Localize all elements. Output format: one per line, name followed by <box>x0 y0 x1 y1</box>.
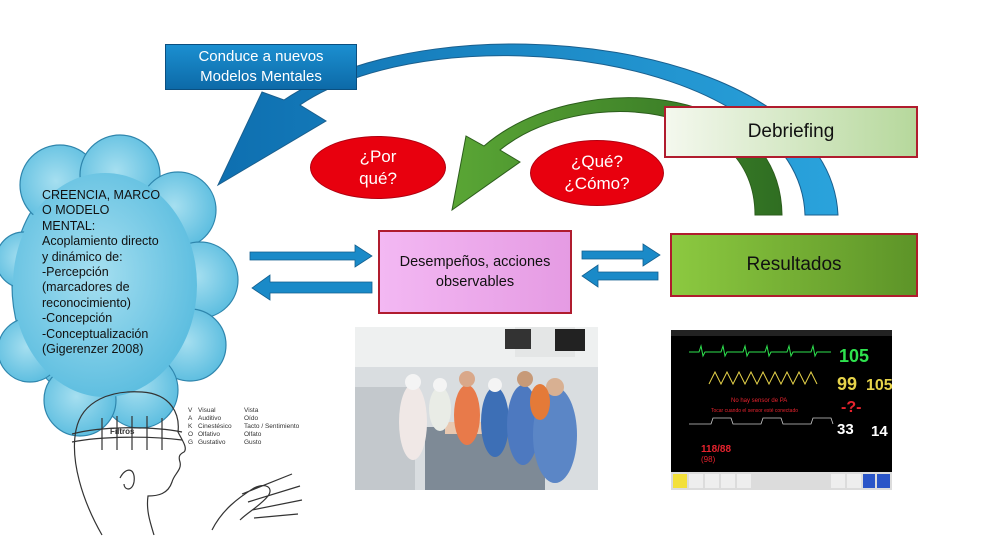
simulation-photo <box>355 327 598 490</box>
sense-letter: A <box>188 415 193 422</box>
bp-alarm-hint: Tocar cuando el sensor esté conectado <box>711 408 798 414</box>
sense-letter: G <box>188 439 193 446</box>
debriefing-label: Debriefing <box>747 121 835 142</box>
sense-name-es: Vista <box>244 407 259 414</box>
cloud-line: -Concepción <box>42 311 113 326</box>
cloud-line: O MODELO <box>42 203 110 218</box>
why-line-1: ¿Por <box>359 146 397 166</box>
arrow-results-to-performance <box>581 264 659 288</box>
sense-letter: O <box>188 431 193 438</box>
sense-letter: V <box>188 407 193 414</box>
spo2-value: 99 <box>837 374 857 394</box>
sense-names: Visual Auditivo Cinestésico Olfativo Gus… <box>198 407 232 446</box>
sense-names-es: Vista Oído Tacto / Sentimiento Olfato Gu… <box>244 407 300 446</box>
sense-name: Auditivo <box>198 415 222 422</box>
banner-line-2: Modelos Mentales <box>200 68 322 85</box>
sense-letter: K <box>188 423 193 430</box>
cloud-line: reconocimiento) <box>42 295 131 310</box>
monitor-button <box>863 474 875 488</box>
performance-line-2: observables <box>435 274 515 290</box>
ecg-waveform <box>689 344 831 358</box>
cloud-line: MENTAL: <box>42 218 96 233</box>
sense-name-es: Gusto <box>244 439 262 446</box>
cloud-line: Acoplamiento directo <box>42 234 159 249</box>
what-line: ¿Qué? <box>571 152 623 171</box>
sense-name: Visual <box>198 407 216 414</box>
arrow-cloud-to-performance <box>249 244 373 268</box>
resp-rate-value: 33 <box>837 421 854 438</box>
cloud-line: -Percepción <box>42 265 109 280</box>
new-mental-models-banner: Conduce a nuevos Modelos Mentales <box>165 44 357 90</box>
debriefing-box: Debriefing <box>664 106 918 158</box>
how-line: ¿Cómo? <box>564 174 630 193</box>
results-label: Resultados <box>746 254 842 275</box>
sense-name: Gustativo <box>198 439 226 446</box>
sense-name-es: Olfato <box>244 431 262 438</box>
sense-name-es: Tacto / Sentimiento <box>244 423 300 430</box>
nibp-value: 118/88 <box>701 444 731 455</box>
monitor-button <box>847 474 861 488</box>
head-filters-sketch: Filtros V A K O G Visual Auditivo Cinest… <box>71 391 303 536</box>
cloud-line: CREENCIA, MARCO <box>42 188 161 202</box>
sense-letters: V A K O G <box>188 407 193 446</box>
monitor-button <box>737 474 751 488</box>
monitor-button <box>877 474 890 488</box>
cloud-core <box>13 173 197 397</box>
cloud-line: (Gigerenzer 2008) <box>42 342 144 357</box>
sense-name: Olfativo <box>198 431 220 438</box>
heart-rate-value: 105 <box>839 346 869 366</box>
bp-missing-value: -?- <box>841 399 861 416</box>
arrow-performance-to-cloud <box>251 274 373 301</box>
why-line-2: qué? <box>359 168 397 188</box>
why-oval: ¿Por qué? <box>310 136 446 199</box>
sense-name-es: Oído <box>244 415 258 422</box>
temp-value: 14 <box>871 423 888 440</box>
nibp-mean-value: (98) <box>701 455 716 464</box>
bp-alarm-message: No hay sensor de PA <box>731 398 787 404</box>
filters-label: Filtros <box>110 427 135 436</box>
cloud-line: y dinámico de: <box>42 249 123 264</box>
performance-line-1: Desempeños, acciones <box>399 254 551 270</box>
performance-box: Desempeños, acciones observables <box>378 230 572 314</box>
big-blue-curved-arrow <box>216 43 839 216</box>
monitor-button <box>831 474 845 488</box>
mental-model-text: CREENCIA, MARCO O MODELO MENTAL: Acoplam… <box>42 188 192 357</box>
banner-line-1: Conduce a nuevos <box>198 48 324 65</box>
monitor-button <box>705 474 719 488</box>
co2-waveform <box>689 417 834 425</box>
monitor-button <box>721 474 735 488</box>
monitor-button <box>673 474 687 488</box>
patient-monitor-screen: 105 99 105 -?- 33 14 No hay sensor de PA… <box>671 330 892 490</box>
results-box: Resultados <box>670 233 918 297</box>
cloud-line: (marcadores de <box>42 280 130 295</box>
monitor-button <box>689 474 703 488</box>
sense-name: Cinestésico <box>198 423 232 430</box>
pleth-waveform <box>708 370 818 386</box>
pulse-value: 105 <box>866 377 892 394</box>
what-how-oval: ¿Qué? ¿Cómo? <box>530 140 664 206</box>
cloud-line: -Conceptualización <box>42 326 149 341</box>
arrow-performance-to-results <box>581 243 661 267</box>
